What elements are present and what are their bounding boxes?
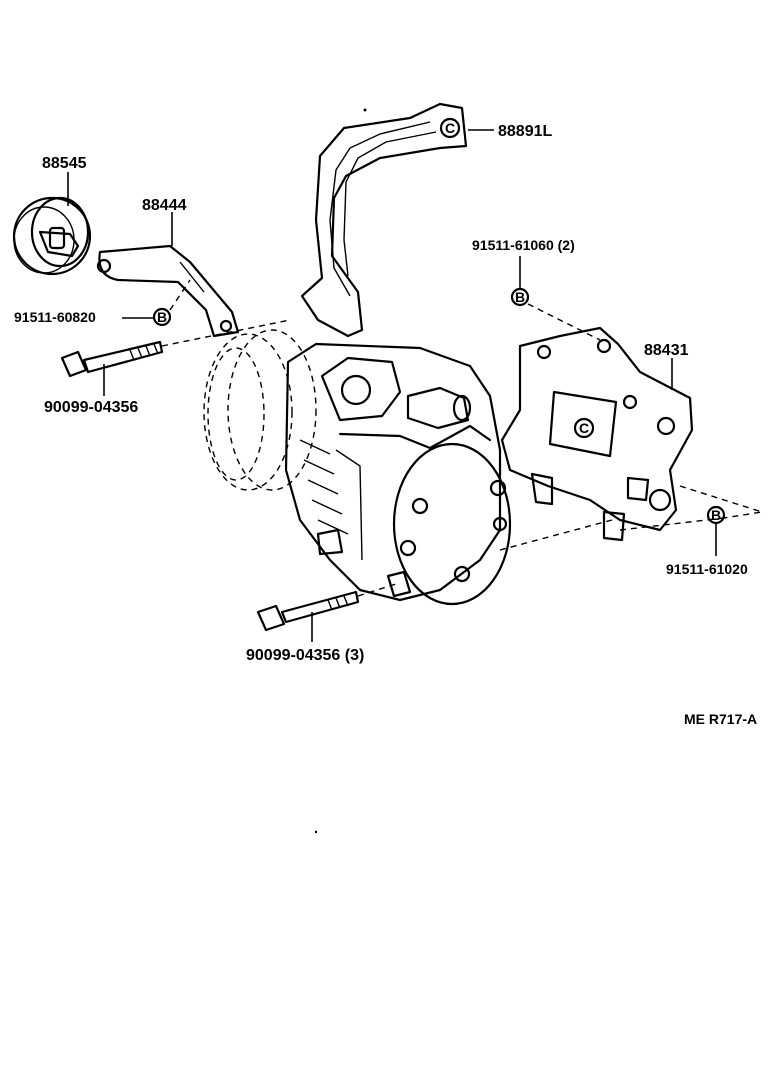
svg-text:B: B bbox=[515, 289, 525, 305]
label-91511-61060: 91511-61060 (2) bbox=[472, 237, 575, 253]
long-bolt-upper bbox=[60, 340, 164, 378]
compressor-stay: C bbox=[300, 102, 468, 338]
ac-compressor bbox=[203, 329, 512, 606]
label-88891L: 88891L bbox=[498, 123, 552, 140]
label-90099-04356-upper: 90099-04356 bbox=[44, 399, 138, 416]
label-90099-04356-lower: 90099-04356 (3) bbox=[246, 647, 364, 664]
idler-pulley bbox=[12, 196, 92, 276]
bolt-b-right: B bbox=[706, 505, 726, 525]
reference-code: ME R717-A bbox=[684, 711, 757, 727]
label-88444: 88444 bbox=[142, 197, 187, 214]
bolt-b-small: B bbox=[152, 307, 172, 327]
compressor-bracket: C bbox=[500, 326, 694, 542]
label-88545: 88545 bbox=[42, 155, 87, 172]
svg-text:C: C bbox=[445, 120, 455, 136]
long-bolt-lower bbox=[256, 590, 360, 632]
bolt-b-top: B bbox=[510, 287, 530, 307]
svg-text:C: C bbox=[579, 420, 589, 436]
label-91511-61020: 91511-61020 bbox=[666, 561, 748, 577]
idler-bracket bbox=[96, 244, 240, 338]
svg-text:B: B bbox=[157, 309, 167, 325]
label-88431: 88431 bbox=[644, 342, 689, 359]
svg-text:B: B bbox=[711, 507, 721, 523]
label-91511-60820: 91511-60820 bbox=[14, 309, 96, 325]
